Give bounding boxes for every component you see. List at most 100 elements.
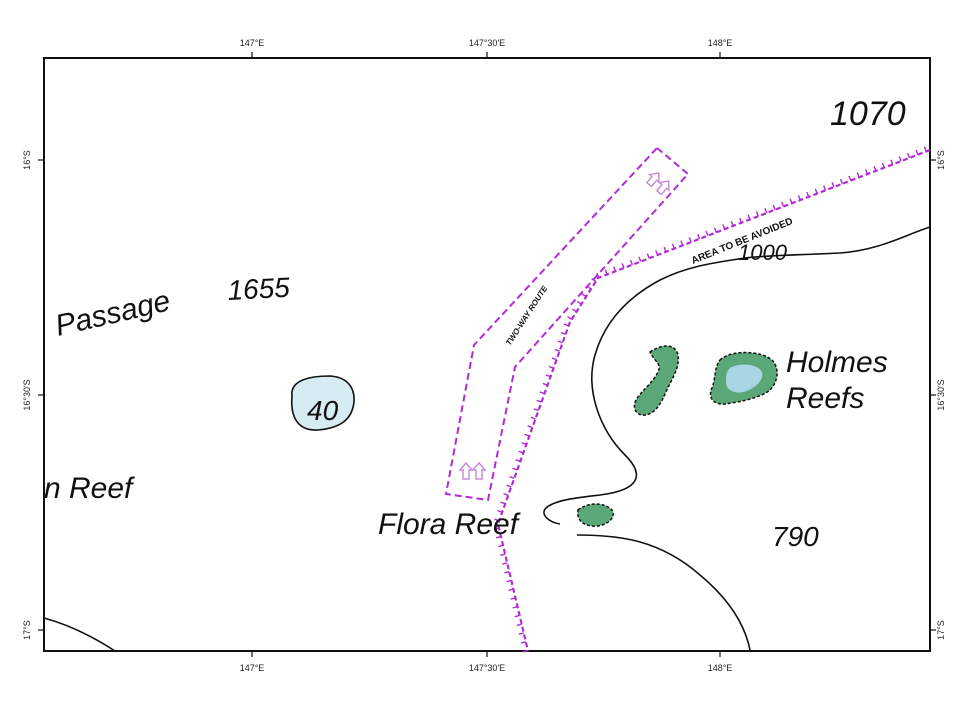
- hachure-tick: [518, 632, 524, 635]
- hachure-tick: [527, 425, 533, 429]
- hachure-tick: [613, 266, 617, 272]
- hachure-tick: [530, 416, 536, 420]
- hachure-tick: [915, 149, 919, 155]
- hachure-tick: [823, 185, 827, 191]
- frame-ticks: [38, 52, 936, 657]
- hachure-tick: [500, 501, 506, 505]
- right-tick-label: 16°30'S: [936, 379, 946, 410]
- hachure-tick: [781, 201, 785, 207]
- hachure-tick: [839, 178, 843, 185]
- route-arrow-north: [645, 172, 670, 196]
- hachure-tick: [814, 188, 818, 194]
- hachure-tick: [493, 527, 500, 530]
- hachure-tick: [923, 146, 927, 152]
- hachure-tick: [747, 214, 751, 220]
- hachure-tick: [881, 162, 885, 168]
- hachure-tick: [663, 246, 667, 253]
- hachure-tick: [722, 224, 726, 230]
- hachure-tick: [542, 382, 548, 386]
- hachure-tick: [512, 606, 518, 609]
- hachure-tick: [797, 195, 801, 201]
- left-tick-label: 16°30'S: [22, 379, 32, 410]
- hachure-tick: [655, 250, 659, 256]
- hachure-tick: [848, 175, 852, 181]
- hachure-tick: [586, 285, 592, 290]
- hachure-tick: [557, 340, 563, 344]
- hachure-tick: [596, 272, 600, 278]
- place-label-reef-left: n Reef: [44, 472, 135, 505]
- place-label-flora-reef: Flora Reef: [378, 508, 521, 541]
- place-label-holmes-line2: Reefs: [786, 382, 864, 415]
- hachure-tick: [494, 518, 500, 522]
- holmes-reef-west: [633, 345, 680, 416]
- area-to-be-avoided-boundary: [496, 148, 931, 652]
- hachure-tick: [508, 588, 514, 592]
- hachure-tick: [629, 259, 634, 266]
- hachure-tick: [533, 408, 539, 412]
- hachure-tick: [536, 399, 542, 403]
- hachure-tick: [504, 571, 510, 574]
- right-tick-label: 16°S: [936, 150, 946, 170]
- hachure-tick: [581, 293, 587, 298]
- hachure-tick: [646, 253, 650, 259]
- hachure-tick: [705, 230, 709, 236]
- hachure-tick: [688, 237, 692, 243]
- hachure-tick: [764, 208, 768, 214]
- hachure-tick: [514, 614, 520, 618]
- hachure-tick: [638, 256, 642, 262]
- holmes-reef-east: [709, 351, 778, 405]
- depth-label-1000: 1000: [738, 240, 788, 265]
- hachure-tick: [755, 211, 759, 217]
- hachure-tick: [563, 323, 569, 327]
- avoid-boundary-hachures: [493, 146, 927, 653]
- depth-label-40: 40: [307, 395, 339, 426]
- hachure-tick: [907, 152, 911, 159]
- right-tick-label: 17°S: [936, 620, 946, 640]
- hachure-tick: [671, 243, 675, 249]
- hachure-tick: [865, 169, 869, 175]
- hachure-tick: [524, 433, 530, 437]
- hachure-tick: [560, 331, 566, 335]
- place-label-holmes-line1: Holmes: [786, 346, 888, 379]
- hachure-tick: [497, 509, 503, 513]
- hachure-tick: [713, 227, 717, 233]
- hachure-tick: [890, 159, 894, 165]
- hachure-tick: [806, 191, 810, 198]
- hachure-tick: [621, 263, 625, 269]
- bottom-tick-label: 147°E: [240, 663, 265, 673]
- shallow-patch: [291, 375, 355, 431]
- hachure-tick: [506, 579, 512, 583]
- hachure-tick: [509, 476, 515, 480]
- hachure-tick: [856, 172, 860, 178]
- hachure-tick: [521, 442, 527, 446]
- hachure-tick: [503, 492, 509, 496]
- hachure-tick: [873, 165, 877, 172]
- left-tick-label: 16°S: [22, 150, 32, 170]
- hachure-tick: [697, 233, 701, 240]
- hachure-tick: [518, 450, 524, 454]
- hachure-tick: [591, 278, 597, 282]
- hachure-tick: [772, 204, 776, 210]
- hachure-tick: [548, 365, 554, 369]
- hachure-tick: [739, 217, 743, 223]
- hachure-tick: [551, 357, 557, 361]
- depth-contours: [43, 226, 931, 652]
- hachure-tick: [515, 459, 521, 463]
- hachure-tick: [604, 269, 608, 275]
- route-arrow-south: [458, 461, 487, 480]
- hachure-tick: [522, 649, 529, 653]
- contour-1000: [543, 226, 931, 525]
- hachure-tick: [789, 198, 793, 204]
- bottom-tick-label: 147°30'E: [469, 663, 505, 673]
- top-tick-label: 148°E: [708, 38, 733, 48]
- map-frame: [43, 57, 931, 652]
- hachure-tick: [510, 597, 516, 600]
- depth-label-1655: 1655: [227, 272, 291, 306]
- hachure-tick: [506, 484, 512, 488]
- hachure-tick: [554, 348, 560, 352]
- hachure-tick: [831, 182, 835, 188]
- two-way-route: [444, 146, 690, 502]
- hachure-tick: [898, 156, 902, 162]
- bottom-tick-label: 148°E: [708, 663, 733, 673]
